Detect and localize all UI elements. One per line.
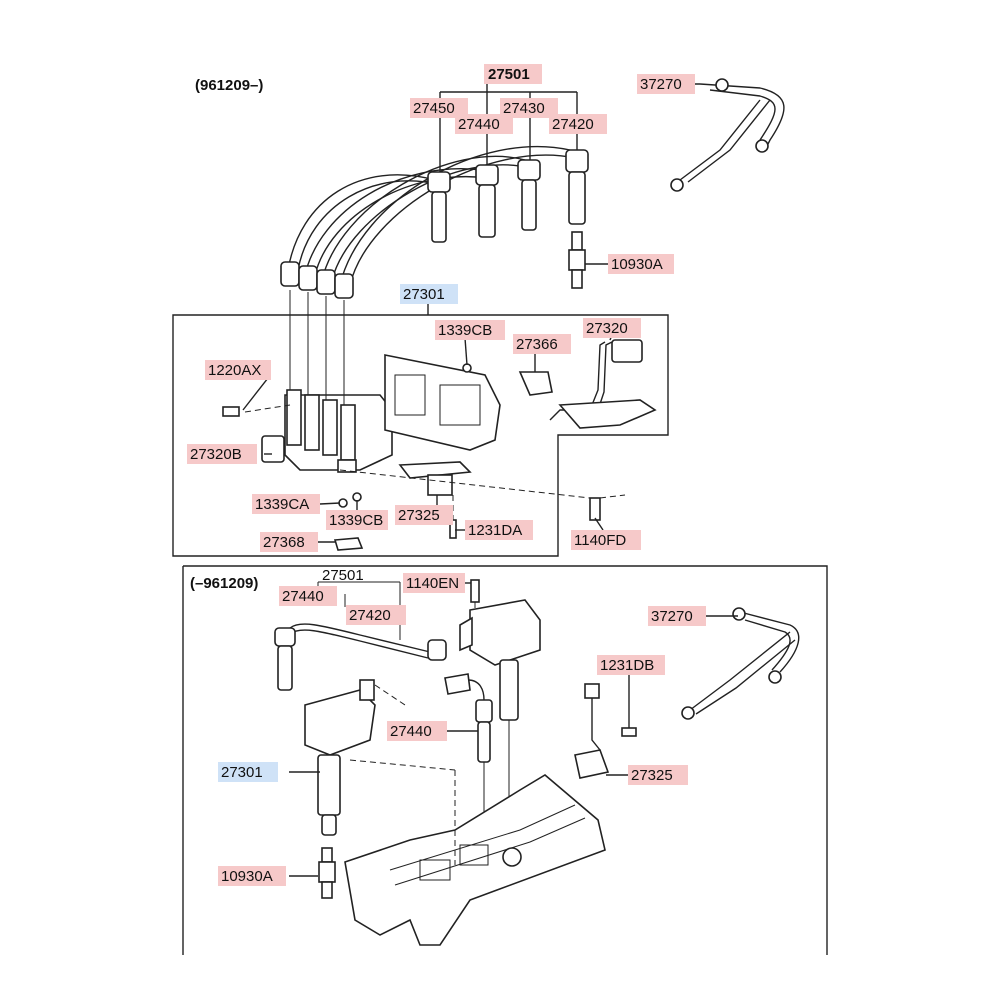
- label-37270-bottom: 37270: [651, 608, 693, 625]
- extension-27440-bottom: [444, 673, 493, 855]
- label-27440-bottom: 27440: [282, 588, 324, 605]
- leaders-top: [242, 83, 700, 543]
- label-10930A-bottom: 10930A: [221, 868, 273, 885]
- ignition-coil-bottom-b: [304, 679, 406, 836]
- assembly-frame-bottom: [182, 565, 828, 955]
- label-27325-top: 27325: [398, 507, 440, 524]
- label-1140EN: 1140EN: [406, 575, 459, 592]
- ignition-coil-bottom-a: [459, 579, 541, 850]
- label-1339CB-a: 1339CB: [438, 322, 492, 339]
- label-27501-bottom: 27501: [322, 567, 364, 584]
- label-27430: 27430: [503, 100, 545, 117]
- hardware-top: [222, 404, 626, 551]
- part-labels: 27501 27450 27430 27440 27420 37270 1093…: [187, 64, 706, 886]
- label-27325-bottom: 27325: [631, 767, 673, 784]
- label-10930A-top: 10930A: [611, 256, 663, 273]
- label-1339CB-b: 1339CB: [329, 512, 383, 529]
- label-27301-bottom: 27301: [221, 764, 263, 781]
- label-1231DB: 1231DB: [600, 657, 654, 674]
- label-27440-top: 27440: [458, 116, 500, 133]
- spark-plug-wires-top: [280, 145, 589, 299]
- label-27368: 27368: [263, 534, 305, 551]
- label-27420-bottom: 27420: [349, 607, 391, 624]
- mounting-bracket-top: [384, 354, 501, 451]
- coil-pack-top: [284, 290, 393, 473]
- label-27320: 27320: [586, 320, 628, 337]
- section-label-top: (961209–): [195, 77, 263, 94]
- ground-strap-bottom: [681, 607, 800, 720]
- label-1220AX: 1220AX: [208, 362, 261, 379]
- spark-plug-wire-bottom: [274, 623, 447, 691]
- sensor-bottom: [574, 675, 637, 779]
- label-27440-bottom-2: 27440: [390, 723, 432, 740]
- label-27501-top: 27501: [488, 66, 530, 83]
- harness-27320: [518, 339, 657, 429]
- section-label-bottom: (–961209): [190, 575, 258, 592]
- spark-plug-bottom: [318, 847, 336, 899]
- label-37270-top: 37270: [640, 76, 682, 93]
- ground-strap-top: [670, 78, 785, 192]
- spark-plug-top: [568, 231, 610, 289]
- label-27366: 27366: [516, 336, 558, 353]
- label-1339CA: 1339CA: [255, 496, 309, 513]
- label-1231DA: 1231DA: [468, 522, 522, 539]
- label-27420-top: 27420: [552, 116, 594, 133]
- assembly-frame-top: [172, 302, 669, 557]
- label-27450: 27450: [413, 100, 455, 117]
- leaders-bottom: [289, 582, 738, 877]
- label-1140FD: 1140FD: [574, 532, 626, 549]
- cylinder-head-cover: [344, 759, 606, 946]
- label-27320B: 27320B: [190, 446, 242, 463]
- label-27301-top: 27301: [403, 286, 445, 303]
